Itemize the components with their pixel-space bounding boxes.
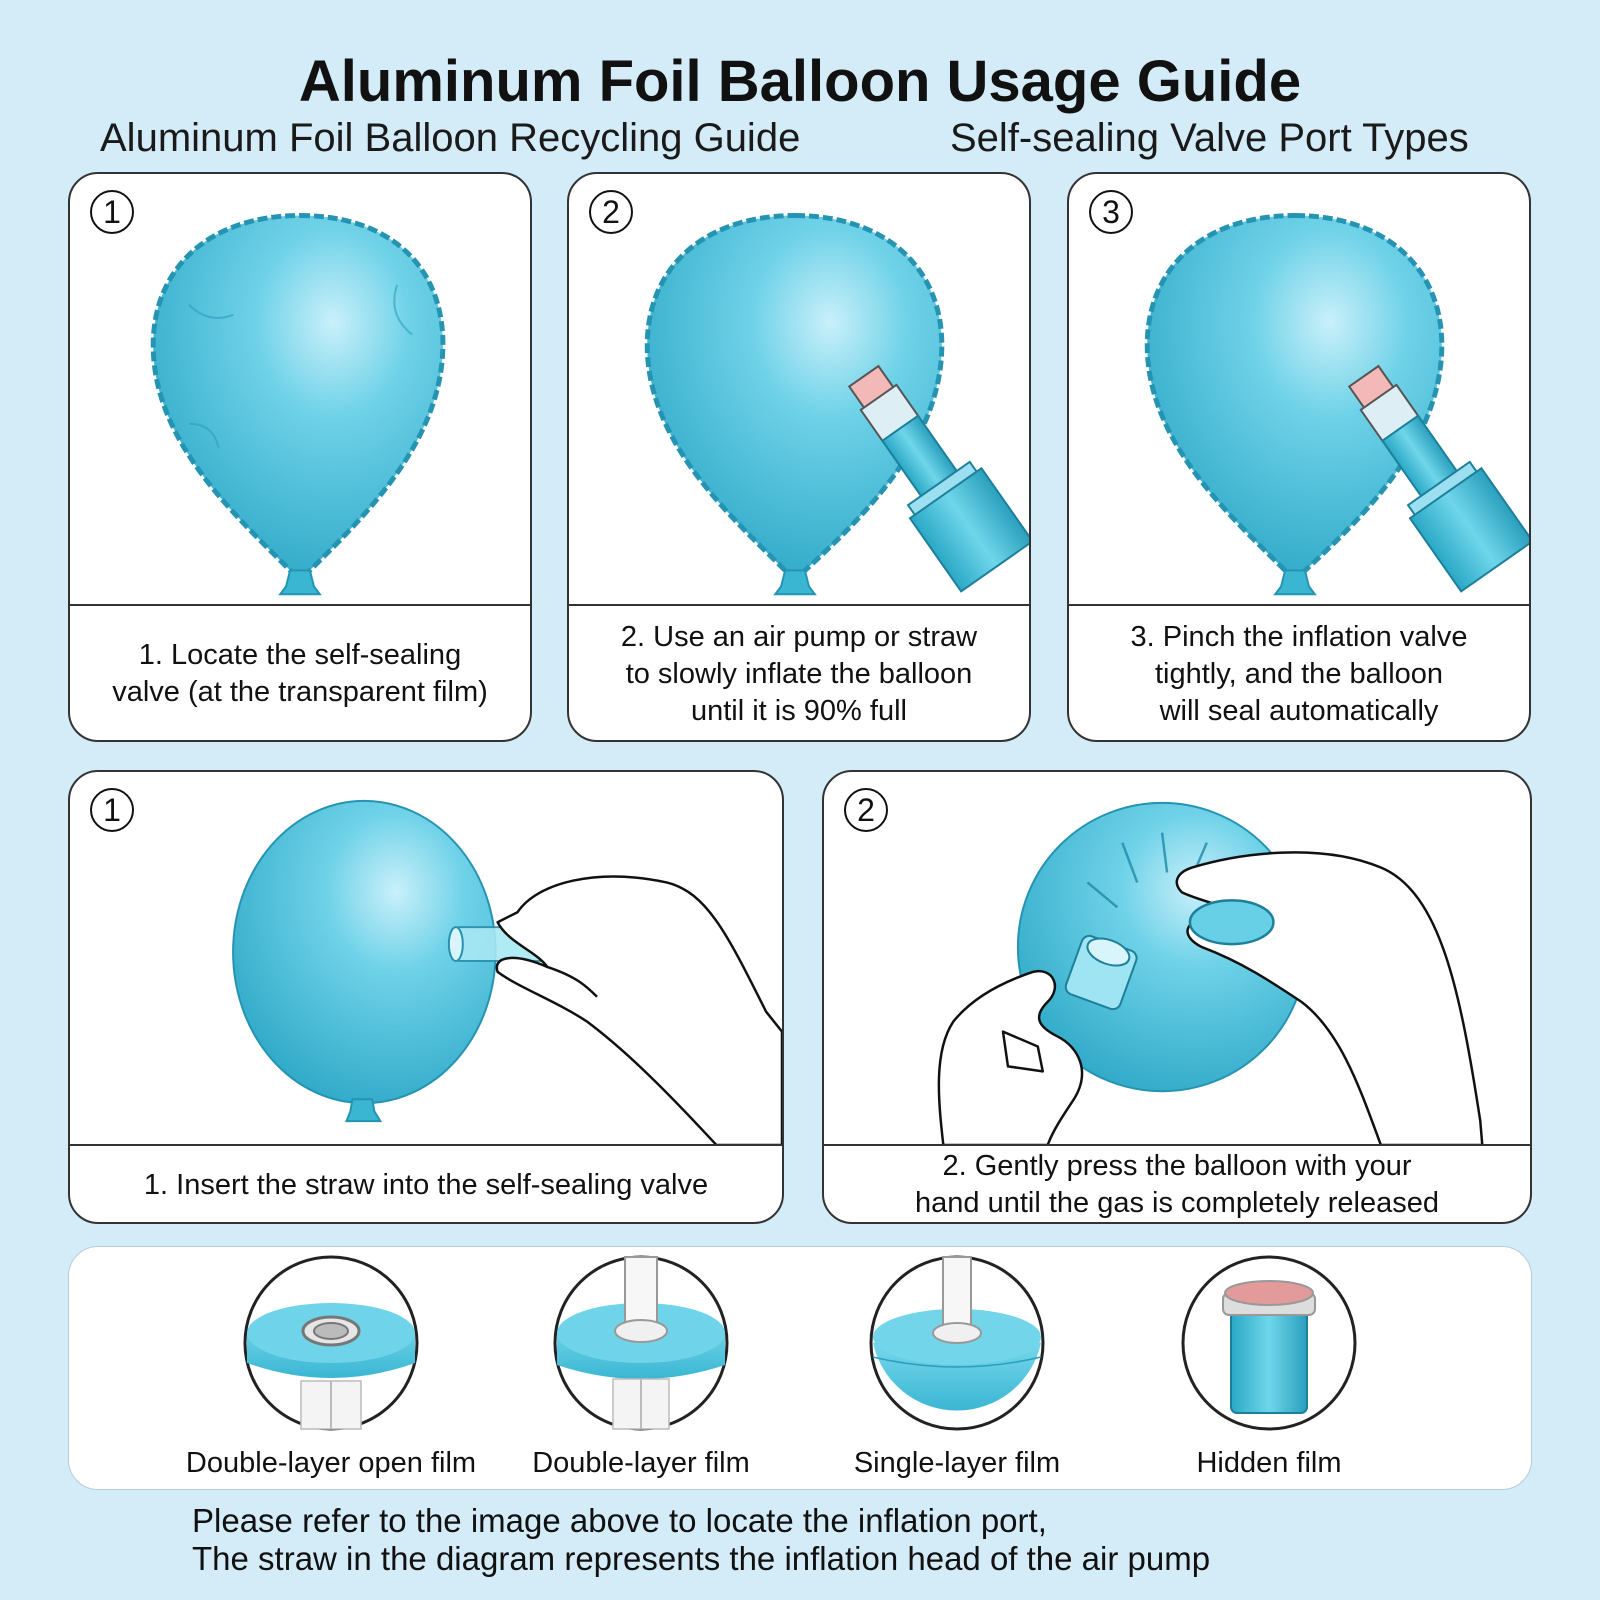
valve-type-label: Single-layer film	[853, 1447, 1061, 1479]
deflation-step-2-panel: 2 2. Gently press the balloon with your …	[822, 770, 1532, 1224]
step-number-badge: 3	[1089, 190, 1133, 234]
valve-type-label: Double-layer open film	[185, 1447, 477, 1479]
balloon-sealing-illustration	[1144, 213, 1529, 596]
single-layer-film-icon	[869, 1255, 1045, 1431]
step-number-badge: 1	[90, 190, 134, 234]
step-number-badge: 2	[844, 788, 888, 832]
double-layer-open-film-icon	[243, 1255, 419, 1431]
step-caption: 2. Use an air pump or straw to slowly in…	[620, 620, 978, 727]
air-pump-icon	[847, 364, 1029, 593]
deflation-step-1-panel: 1 1. Insert the straw into the self-seal…	[68, 770, 784, 1224]
valve-type-label: Double-layer film	[532, 1447, 750, 1479]
hand-icon	[495, 875, 782, 1146]
hidden-film-icon	[1181, 1255, 1357, 1431]
air-pump-icon	[1347, 364, 1529, 593]
valve-types-panel: Double-layer open film Double-layer film…	[68, 1246, 1532, 1490]
step-caption: 2. Gently press the balloon with your ha…	[915, 1150, 1439, 1219]
step-number-badge: 2	[589, 190, 633, 234]
inflation-step-3-panel: 3 3. Pinch the inflation valve tightly, …	[1067, 172, 1531, 742]
page-title: Aluminum Foil Balloon Usage Guide	[298, 49, 1302, 114]
inflation-step-1-panel: 1 1. Locate the self-sealing valve (at t…	[68, 172, 532, 742]
valve-type-single-layer-film: Single-layer film	[854, 1247, 1060, 1491]
valve-type-hidden-film: Hidden film	[1179, 1247, 1359, 1491]
balloon-straw-insert-illustration	[232, 799, 782, 1146]
valve-type-label: Hidden film	[1196, 1447, 1342, 1479]
valve-type-double-layer-film: Double-layer film	[532, 1247, 750, 1491]
inflation-step-2-panel: 2 2. Use an air pump or straw to slowly …	[567, 172, 1031, 742]
step-number-badge: 1	[90, 788, 134, 832]
step-caption: 3. Pinch the inflation valve tightly, an…	[1130, 620, 1468, 727]
valve-types-subtitle: Self-sealing Valve Port Types	[950, 116, 1469, 160]
balloon-press-illustration	[937, 801, 1484, 1146]
note-line-1: Please refer to the image above to locat…	[192, 1502, 1047, 1539]
step-caption: 1. Locate the self-sealing valve (at the…	[112, 639, 488, 708]
foil-balloon-illustration	[150, 213, 446, 596]
valve-type-double-layer-open-film: Double-layer open film	[186, 1247, 476, 1491]
note-line-2: The straw in the diagram represents the …	[192, 1540, 1211, 1577]
straw-icon	[1064, 934, 1138, 1011]
double-layer-film-icon	[553, 1255, 729, 1431]
hand-icon	[1175, 851, 1484, 1146]
hand-icon	[937, 969, 1084, 1146]
recycling-guide-subtitle: Aluminum Foil Balloon Recycling Guide	[100, 116, 801, 160]
balloon-with-pump-illustration	[644, 213, 1029, 596]
step-caption: 1. Insert the straw into the self-sealin…	[143, 1168, 709, 1201]
